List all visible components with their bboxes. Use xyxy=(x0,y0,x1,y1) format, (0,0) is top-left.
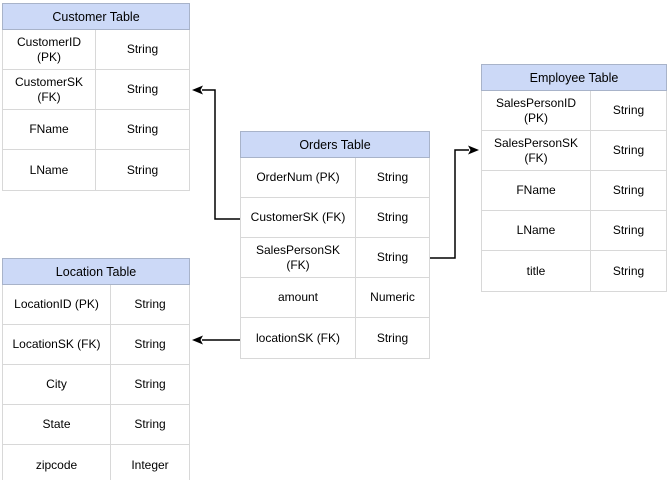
field-cell: State xyxy=(3,405,111,444)
orders-locationsk-to-location-arrow-head xyxy=(192,335,203,345)
type-cell: String xyxy=(126,122,159,136)
type-cell: String xyxy=(134,297,166,311)
type-cell: Numeric xyxy=(370,290,415,304)
employee-table-row-4: title String xyxy=(482,251,666,291)
type-cell: String xyxy=(376,330,409,345)
type-cell: String xyxy=(134,417,166,431)
type-cell: String xyxy=(612,183,645,197)
customer-table-row-1: CustomerSK (FK) String xyxy=(3,70,189,110)
field-cell: FName xyxy=(482,171,591,210)
type-cell: String xyxy=(612,223,645,237)
employee-table-title: Employee Table xyxy=(529,70,619,85)
employee-table-row-1: SalesPersonSK (FK) String xyxy=(482,131,666,171)
type-cell: String xyxy=(134,377,166,391)
employee-table-row-2: FName String xyxy=(482,171,666,211)
location-table-row-1: LocationSK (FK) String xyxy=(3,325,189,365)
field-cell: CustomerID (PK) xyxy=(3,30,96,69)
field-cell: amount xyxy=(241,278,356,317)
type-cell: String xyxy=(126,42,159,56)
type-cell: String xyxy=(612,263,645,278)
field-cell: SalesPersonSK (FK) xyxy=(482,131,591,170)
orders-customersk-to-customer-arrow-line xyxy=(202,89,240,220)
customer-table-row-0: CustomerID (PK) String xyxy=(3,30,189,70)
field-cell: SalesPersonSK (FK) xyxy=(241,238,356,277)
field-cell: LName xyxy=(482,211,591,250)
customer-table-header: Customer Table xyxy=(2,3,190,30)
orders-customersk-to-customer-arrow-head xyxy=(192,85,203,95)
customer-table-row-2: FName String xyxy=(3,110,189,150)
orders-table-row-3: amount Numeric xyxy=(241,278,429,318)
field-cell: City xyxy=(3,365,111,404)
type-cell: String xyxy=(612,103,645,117)
location-table-header: Location Table xyxy=(2,258,190,285)
field-cell: LocationSK (FK) xyxy=(3,325,111,364)
customer-table-title: Customer Table xyxy=(52,9,140,24)
orders-table-row-4: locationSK (FK) String xyxy=(241,318,429,358)
orders-table-header: Orders Table xyxy=(240,131,430,158)
field-cell: zipcode xyxy=(3,445,111,480)
type-cell: Integer xyxy=(131,457,169,472)
field-cell: title xyxy=(482,251,591,291)
employee-table-header: Employee Table xyxy=(481,64,667,91)
field-cell: locationSK (FK) xyxy=(241,318,356,358)
orders-table-row-2: SalesPersonSK (FK) String xyxy=(241,238,429,278)
location-table-row-3: State String xyxy=(3,405,189,445)
field-cell: OrderNum (PK) xyxy=(241,158,356,197)
field-cell: LName xyxy=(3,150,96,190)
field-cell: SalesPersonID (PK) xyxy=(482,91,591,130)
field-cell: CustomerSK (FK) xyxy=(241,198,356,237)
location-table-row-2: City String xyxy=(3,365,189,405)
orders-table-title: Orders Table xyxy=(299,137,371,152)
type-cell: String xyxy=(126,82,159,96)
employee-table-row-3: LName String xyxy=(482,211,666,251)
type-cell: String xyxy=(126,162,159,177)
location-table-row-4: zipcode Integer xyxy=(3,445,189,480)
field-cell: CustomerSK (FK) xyxy=(3,70,96,109)
orders-table-row-1: CustomerSK (FK) String xyxy=(241,198,429,238)
location-table-title: Location Table xyxy=(55,264,137,279)
type-cell: String xyxy=(376,210,409,224)
orders-salespersonsk-to-employee-arrow-head xyxy=(468,145,479,155)
employee-table-row-0: SalesPersonID (PK) String xyxy=(482,91,666,131)
type-cell: String xyxy=(376,250,409,264)
location-table-row-0: LocationID (PK) String xyxy=(3,285,189,325)
orders-salespersonsk-to-employee-arrow-line xyxy=(430,149,469,259)
orders-table-row-0: OrderNum (PK) String xyxy=(241,158,429,198)
field-cell: LocationID (PK) xyxy=(3,285,111,324)
type-cell: String xyxy=(376,170,409,184)
field-cell: FName xyxy=(3,110,96,149)
type-cell: String xyxy=(134,337,166,351)
type-cell: String xyxy=(612,143,645,157)
customer-table-row-3: LName String xyxy=(3,150,189,190)
